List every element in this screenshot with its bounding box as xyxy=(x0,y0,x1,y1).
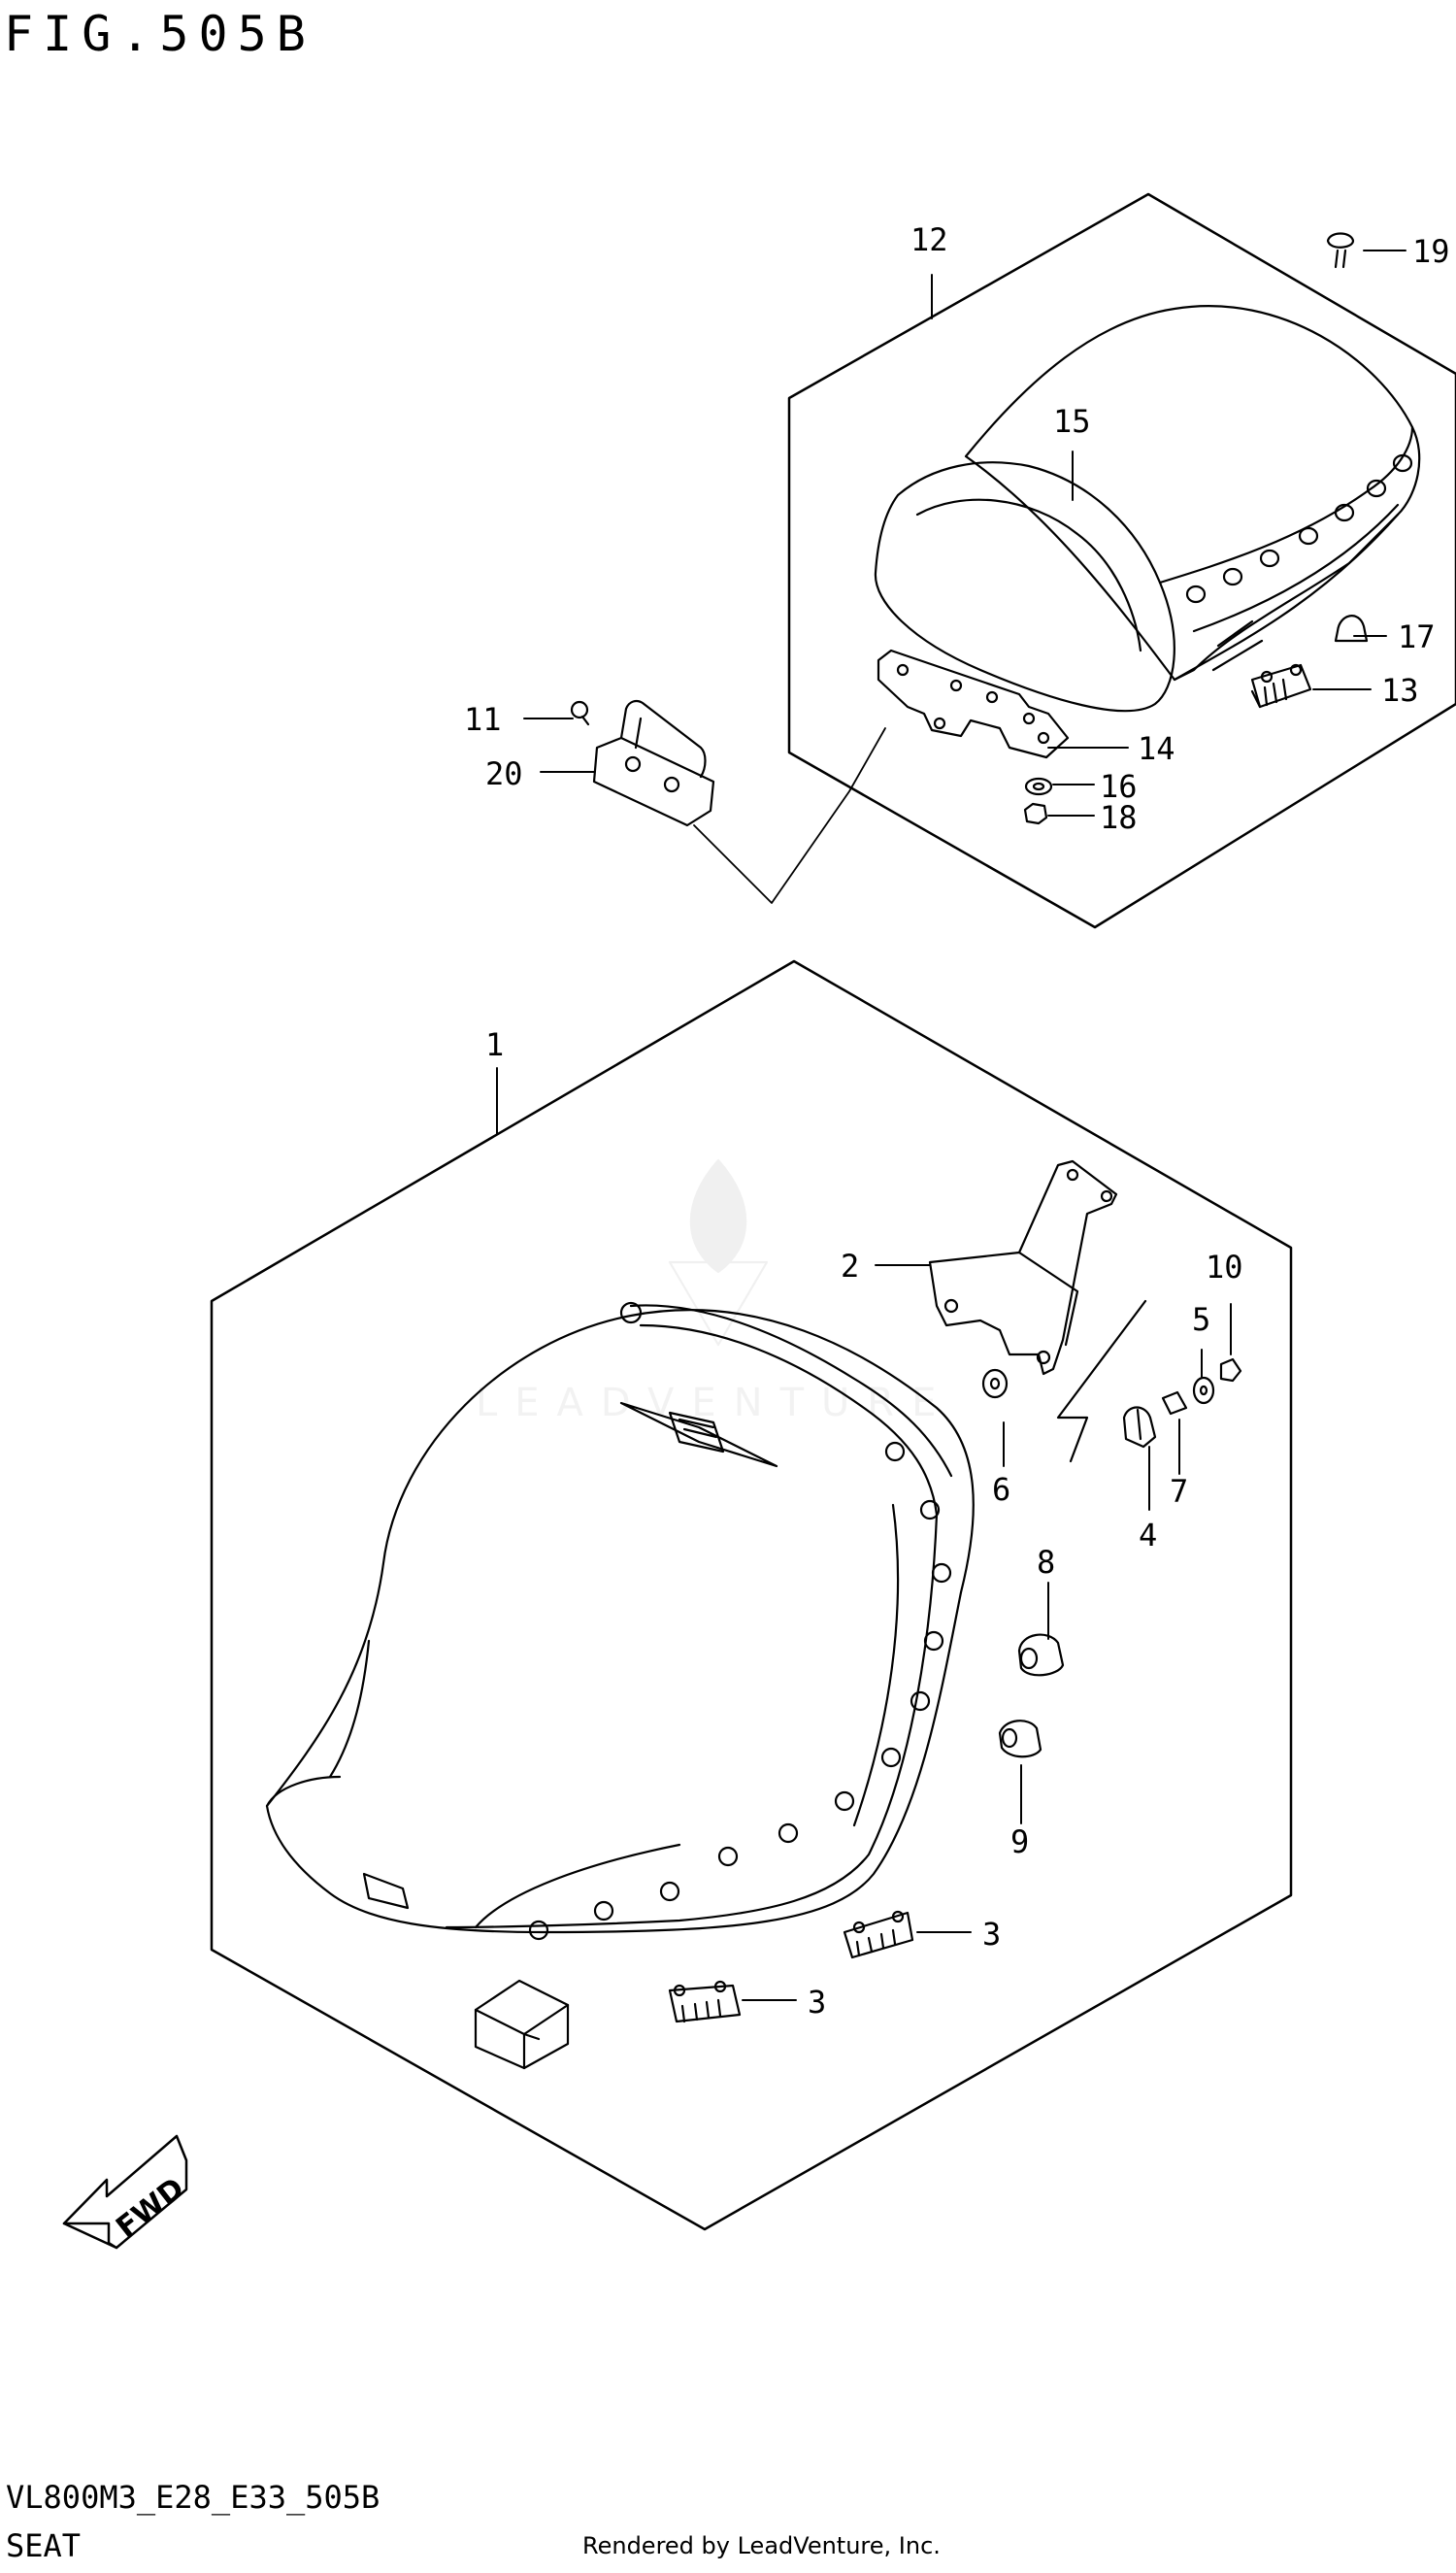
pillion-bracket xyxy=(877,649,1070,759)
screw-19 xyxy=(1326,232,1355,269)
watermark: LEADVENTURE xyxy=(476,1158,953,1425)
callout-15: 15 xyxy=(1053,403,1091,440)
nut-18 xyxy=(1023,802,1048,825)
collar-7 xyxy=(1161,1390,1188,1416)
pillion-seat-group-outline xyxy=(787,192,1456,929)
watermark-text: LEADVENTURE xyxy=(476,1381,953,1425)
fwd-arrow-icon: FWD xyxy=(62,2134,191,2250)
callout-19: 19 xyxy=(1412,233,1450,270)
callout-3a: 3 xyxy=(982,1916,1001,1953)
callout-17: 17 xyxy=(1398,618,1436,655)
clip-4 xyxy=(1122,1406,1157,1449)
group-link-line xyxy=(693,727,886,904)
washer-6 xyxy=(981,1368,1009,1399)
callout-5: 5 xyxy=(1192,1301,1210,1338)
callout-20: 20 xyxy=(485,755,523,792)
nut-10 xyxy=(1219,1357,1242,1383)
callout-16: 16 xyxy=(1100,768,1138,805)
cushion-8 xyxy=(1017,1633,1065,1677)
cushion-pad-3a xyxy=(843,1910,914,1959)
callout-7: 7 xyxy=(1170,1473,1188,1510)
cushion-pad-3b xyxy=(668,1980,742,2023)
callout-2: 2 xyxy=(841,1248,859,1285)
callout-14: 14 xyxy=(1138,730,1175,767)
leader-lines xyxy=(496,250,1406,2001)
washer-16 xyxy=(1024,777,1053,796)
damper-block xyxy=(474,1979,570,2070)
handle-bracket xyxy=(570,699,715,827)
washer-5 xyxy=(1192,1376,1215,1405)
callout-13: 13 xyxy=(1381,672,1419,709)
cap-17 xyxy=(1334,615,1369,643)
callout-11: 11 xyxy=(464,701,502,738)
diagram-code: VL800M3_E28_E33_505B xyxy=(6,2479,381,2516)
seat-bracket xyxy=(928,1159,1147,1463)
callout-18: 18 xyxy=(1100,799,1138,836)
figure-title: FIG.505B xyxy=(4,6,315,62)
pillion-cushion-pad xyxy=(1250,663,1312,709)
main-seat xyxy=(265,1301,975,1941)
pillion-seat-cushion xyxy=(874,305,1421,713)
callout-12: 12 xyxy=(910,221,948,258)
callout-3b: 3 xyxy=(808,1984,826,2021)
render-credit: Rendered by LeadVenture, Inc. xyxy=(582,2532,941,2559)
cushion-9 xyxy=(998,1720,1042,1758)
section-name: SEAT xyxy=(6,2527,82,2564)
callout-9: 9 xyxy=(1010,1823,1029,1860)
callout-6: 6 xyxy=(992,1471,1010,1508)
callout-10: 10 xyxy=(1206,1249,1243,1286)
callout-4: 4 xyxy=(1139,1517,1157,1554)
seat-group-outline xyxy=(210,959,1293,2231)
callout-8: 8 xyxy=(1037,1544,1055,1581)
callout-labels: 1 2 3 3 4 5 6 7 8 9 10 11 12 13 14 15 16… xyxy=(464,221,1450,2021)
callout-1: 1 xyxy=(485,1026,504,1063)
